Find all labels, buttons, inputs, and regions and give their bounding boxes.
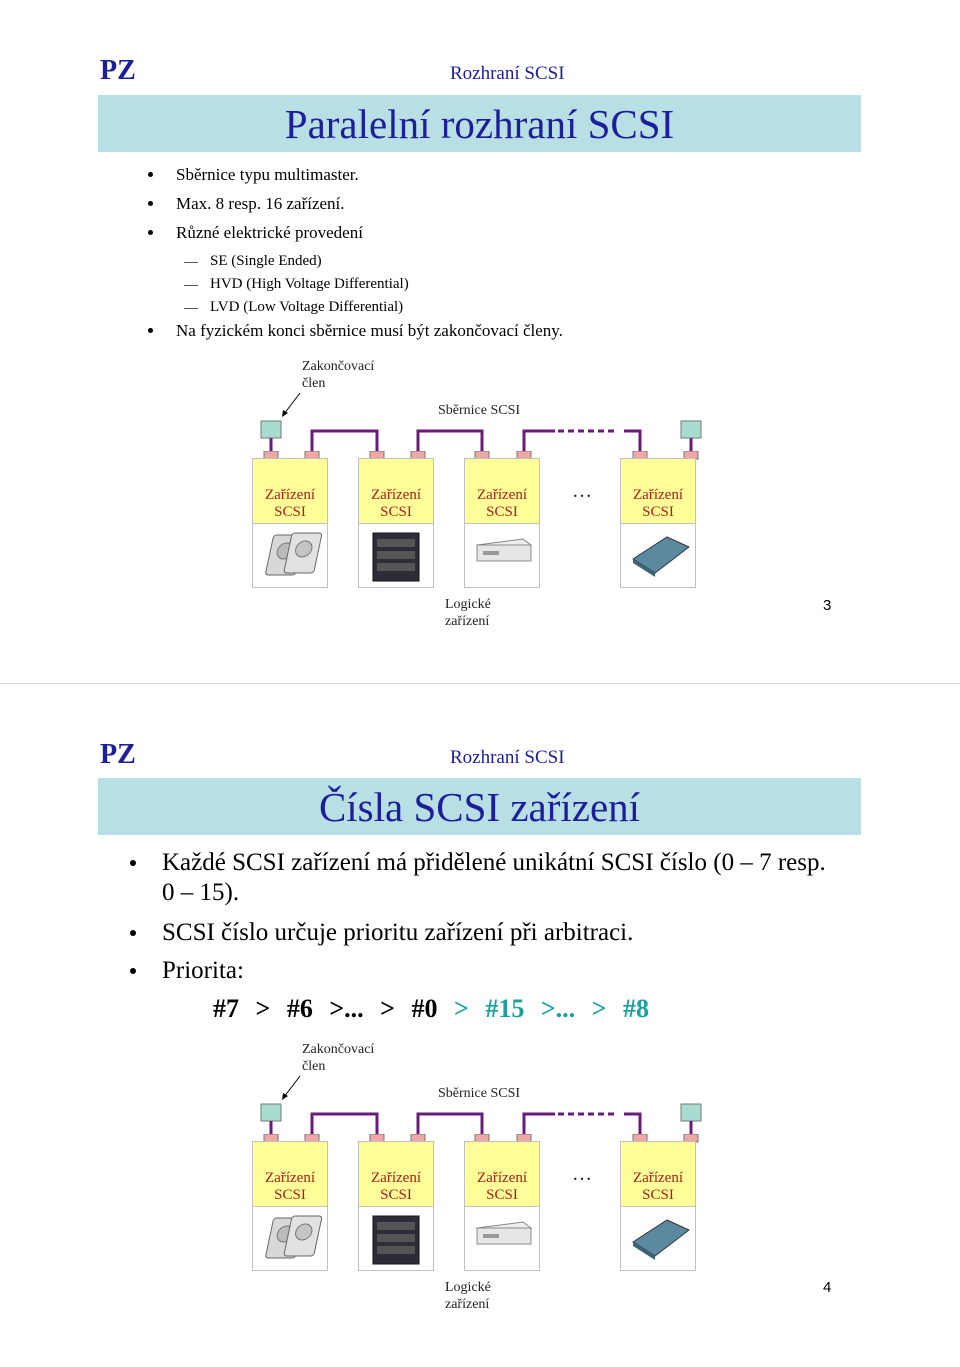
priority-item: #15 [485, 994, 525, 1023]
page-number: 3 [823, 597, 832, 614]
title-banner: Paralelní rozhraní SCSI [98, 95, 861, 152]
slide-topic: Rozhraní SCSI [450, 63, 565, 84]
slide-4: PZ Rozhraní SCSI Čísla SCSI zařízení [0, 684, 960, 1367]
bullet-list: Sběrnice typu multimaster. Max. 8 resp. … [148, 164, 563, 349]
page-number: 4 [823, 1279, 832, 1296]
priority-item: #0 [411, 994, 438, 1023]
bullet-list: Každé SCSI zařízení má přidělené unikátn… [130, 848, 830, 986]
logo: PZ [100, 55, 136, 86]
slide-title: Čísla SCSI zařízení [318, 784, 641, 830]
more-devices-ellipsis: … [572, 1163, 592, 1185]
priority-item: > [591, 994, 607, 1023]
priority-item: >... [540, 994, 576, 1023]
optical-drive-icon [475, 1221, 533, 1245]
more-devices-ellipsis: … [572, 480, 592, 502]
slide-separator [0, 683, 960, 684]
scanner-icon [632, 536, 690, 577]
bullet-item: Každé SCSI zařízení má přidělené unikátn… [130, 848, 830, 908]
bus-label: Sběrnice SCSI [438, 403, 521, 418]
scanner-icon [632, 1219, 690, 1260]
bullet-item: Max. 8 resp. 16 zařízení. [148, 193, 563, 222]
slide-topic: Rozhraní SCSI [450, 747, 565, 768]
terminator-label: Zakončovací člen [302, 1042, 375, 1074]
priority-item: #7 [213, 994, 239, 1023]
sub-bullet-item: HVD (High Voltage Differential) [148, 274, 563, 297]
scsi-bus-diagram: Zakončovací člen Sběrnice SCSI [250, 358, 710, 658]
terminator-label: Zakončovací člen [302, 359, 375, 391]
bullet-item: Priorita: [130, 956, 830, 986]
priority-item: > [453, 994, 469, 1023]
priority-item: #6 [286, 994, 313, 1023]
hard-disk-icon [265, 1215, 323, 1259]
bullet-item: Různé elektrické provedení [148, 222, 563, 251]
priority-item: > [380, 994, 395, 1023]
priority-item: #8 [622, 994, 649, 1023]
title-banner: Čísla SCSI zařízení [98, 778, 861, 835]
bullet-item: Sběrnice typu multimaster. [148, 164, 563, 193]
bus-lines [260, 392, 702, 455]
logical-devices-label: Logické zařízení [445, 597, 491, 629]
logo: PZ [100, 739, 136, 770]
bus-label: Sběrnice SCSI [438, 1086, 521, 1101]
hard-disk-icon [265, 532, 323, 576]
sub-bullet-item: SE (Single Ended) [148, 251, 563, 274]
logical-devices-label: Logické zařízení [445, 1280, 491, 1312]
priority-item: > [255, 994, 271, 1023]
priority-order: #7 > #6 >... > #0 > #15 >... > #8 [213, 994, 659, 1024]
slide-3: PZ Rozhraní SCSI Paralelní rozhraní SCSI… [0, 0, 960, 683]
bullet-item: Na fyzickém konci sběrnice musí být zako… [148, 320, 563, 349]
bus-lines [260, 1075, 702, 1138]
priority-item: >... [329, 994, 364, 1023]
disk-array-icon [372, 532, 420, 582]
disk-array-icon [372, 1215, 420, 1265]
optical-drive-icon [475, 538, 533, 562]
slide-title: Paralelní rozhraní SCSI [284, 101, 675, 147]
bullet-item: SCSI číslo určuje prioritu zařízení při … [130, 918, 830, 948]
sub-bullet-item: LVD (Low Voltage Differential) [148, 297, 563, 320]
